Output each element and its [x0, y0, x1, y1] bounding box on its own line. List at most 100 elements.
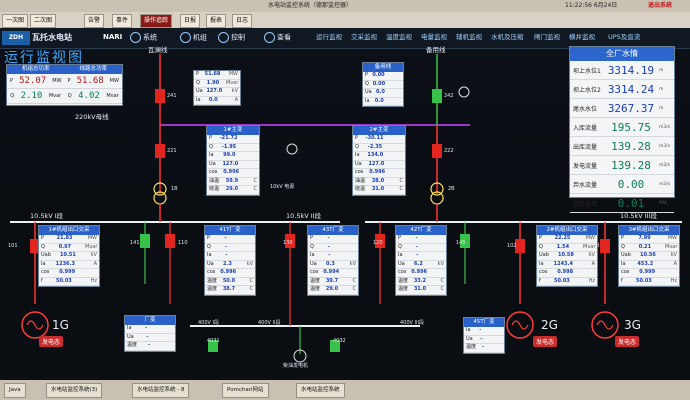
- panel-row-unit: Mvar: [85, 244, 97, 252]
- panel-row-unit: [245, 144, 257, 152]
- panel-row-label: Q: [398, 244, 402, 252]
- panel-row: Ua6.2kV: [396, 261, 446, 270]
- label-141: 141: [130, 240, 140, 246]
- panel-row-label: f: [539, 278, 541, 286]
- panel-row-label: P: [209, 135, 212, 143]
- panel-row-value: -21.72: [220, 135, 238, 143]
- panel-row: cos0.996: [396, 269, 446, 278]
- panel-row-label: Q: [621, 244, 625, 252]
- panel-row-label: Ia: [310, 252, 315, 260]
- panel-row: Uab10.51kV: [39, 252, 99, 261]
- task-2[interactable]: 水电站监控系统 - 8: [132, 383, 189, 398]
- panel-row-value: 0.994: [323, 269, 339, 277]
- panel-row-label: Uab: [621, 252, 631, 260]
- panel-title: 2#主变: [353, 126, 405, 135]
- breaker-141: [140, 234, 150, 248]
- panel-row: P21.83MW: [39, 235, 99, 244]
- toolbar-tab-3[interactable]: 事件: [112, 14, 132, 28]
- panel-row: Q-: [396, 244, 446, 253]
- panel-row-unit: [344, 252, 356, 260]
- nav-link-ac[interactable]: 交采监视: [351, 31, 377, 41]
- task-3[interactable]: Pomchari网站: [222, 383, 269, 398]
- system-menu[interactable]: 系统: [130, 32, 157, 43]
- panel-row-label: cos: [41, 269, 49, 277]
- toolbar-tab-1[interactable]: 二次图: [30, 14, 56, 28]
- panel-row: P-30.11: [353, 135, 405, 144]
- panel-row-unit: [665, 269, 677, 277]
- nav-link-aux[interactable]: 辅机监视: [456, 31, 482, 41]
- aux43-panel: 43T厂变P-Q-Ia-Ua0.3kVcos0.994温度39.7C温度29.0…: [307, 225, 359, 296]
- panel-row-unit: kV: [432, 261, 444, 269]
- toolbar-tab-active[interactable]: 操作追踪: [140, 14, 172, 28]
- panel-row-unit: C: [344, 278, 356, 286]
- nav-link-water[interactable]: 水机及压缩: [491, 31, 524, 41]
- panel-row-value: 0.996: [220, 269, 236, 277]
- panel-row: Ia453.2A: [619, 261, 679, 270]
- panel-row-unit: [161, 342, 173, 350]
- panel-row: P-: [308, 235, 358, 244]
- task-1[interactable]: 水电站监控系统(3): [46, 383, 102, 398]
- panel-row: f50.03Hz: [619, 278, 679, 287]
- panel-row: 温度50.0C: [205, 278, 255, 287]
- nav-link-gate[interactable]: 闸门监视: [534, 31, 560, 41]
- panel-row-value: 50.0: [223, 278, 235, 286]
- query-menu[interactable]: 查看: [264, 32, 291, 43]
- panel-row-label: cos: [310, 269, 318, 277]
- toolbar-tab-7[interactable]: 日志: [232, 14, 252, 28]
- nav-link-temp[interactable]: 温度监视: [386, 31, 412, 41]
- nav-link-ups[interactable]: UPS及直流: [608, 31, 640, 41]
- bus-10-5-iii-label: 10.5kV III段: [620, 210, 657, 220]
- toolbar-tab-0[interactable]: 一次图: [2, 14, 28, 28]
- nav-link-energy[interactable]: 电量监视: [421, 31, 447, 41]
- panel-row-unit: [389, 98, 401, 106]
- control-menu[interactable]: 控制: [218, 32, 245, 43]
- panel-row-label: Ua: [127, 334, 134, 342]
- toolbar: 一次图 二次图 告警 事件 操作追踪 日报 报表 日志: [0, 12, 690, 29]
- panel-row-unit: [241, 244, 253, 252]
- panel-row-label: P: [355, 135, 358, 143]
- unit-menu[interactable]: 机组: [180, 32, 207, 43]
- panel-row-value: -: [480, 336, 482, 344]
- panel-row-value: -2.35: [368, 144, 382, 152]
- panel-row-label: Q: [539, 244, 543, 252]
- aux-bottom-mid-panel: 45T厂变Ia-Ua-温度-: [463, 317, 505, 354]
- panel-row-unit: C: [241, 278, 253, 286]
- pt-2425-icon: [459, 87, 469, 97]
- panel-row-value: 59.9: [226, 178, 238, 186]
- panel-row-unit: [432, 269, 444, 277]
- panel-row-label: P: [398, 235, 401, 243]
- panel-row-value: 0.996: [369, 169, 385, 177]
- panel-row: Ua2.3kV: [205, 261, 255, 270]
- panel-row-label: cos: [209, 169, 217, 177]
- generator-3g-label: 3G: [624, 318, 641, 332]
- breaker-242: [432, 89, 442, 103]
- nav-link-run[interactable]: 运行监视: [316, 31, 342, 41]
- panel-row-value: 50.03: [56, 278, 72, 286]
- panel-row-value: 0.999: [59, 269, 75, 277]
- panel-row-unit: C: [344, 286, 356, 294]
- toolbar-tab-5[interactable]: 日报: [180, 14, 200, 28]
- task-0[interactable]: Java: [4, 383, 26, 398]
- breaker-221: [155, 144, 165, 158]
- panel-row: Ua127.0: [353, 161, 405, 170]
- panel-row: 温度-: [464, 344, 504, 353]
- panel-row: f50.03Hz: [537, 278, 597, 287]
- toolbar-tab-6[interactable]: 报表: [206, 14, 226, 28]
- panel-row: cos0.996: [207, 169, 259, 178]
- task-4[interactable]: 水电站监控系统: [296, 383, 345, 398]
- panel-row-value: -1.95: [222, 144, 236, 152]
- panel-row: Q1.90Mvar: [194, 80, 240, 89]
- panel-row-value: 29.0: [226, 186, 238, 194]
- panel-row-value: -: [479, 327, 481, 335]
- label-101: 101: [8, 243, 18, 249]
- panel-row-label: Ia: [41, 261, 46, 269]
- panel-row: Ua-: [464, 336, 504, 345]
- panel-title: 45T厂变: [464, 318, 504, 327]
- toolbar-tab-2[interactable]: 告警: [84, 14, 104, 28]
- nav-link-shaft[interactable]: 横井监视: [569, 31, 595, 41]
- exit-system-button[interactable]: 退出系统: [648, 0, 672, 12]
- line-panel-left-panel: P51.68MWQ1.90MvarUa127.0kVIa0.0A: [193, 70, 241, 106]
- panel-row-value: 0.0: [375, 98, 384, 106]
- panel-row-unit: [245, 169, 257, 177]
- panel-row: Ia-: [396, 252, 446, 261]
